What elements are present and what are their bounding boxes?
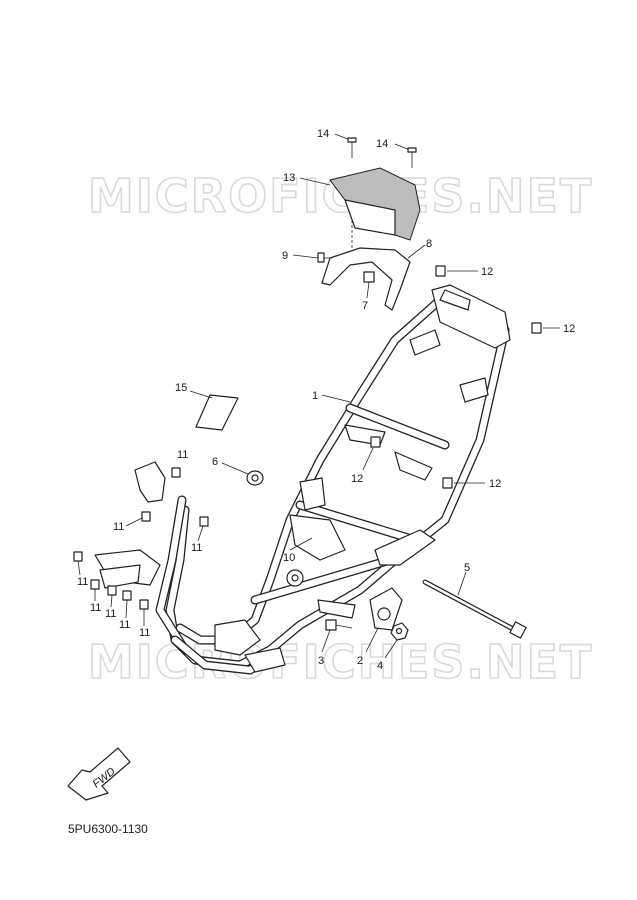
clip-nut-11-e <box>90 579 100 590</box>
callout-3: 3 <box>318 655 324 667</box>
screw-14-right: 14 <box>376 138 417 168</box>
nut-part-7: 7 <box>362 271 375 312</box>
callout-11-e: 11 <box>90 602 101 614</box>
clip-nuts-part-12: 12 12 12 12 <box>351 265 575 490</box>
callout-13: 13 <box>283 172 295 184</box>
long-bolt-part-5: 5 <box>422 562 527 639</box>
callout-12-b: 12 <box>563 323 575 335</box>
screw-14-left: 14 <box>317 128 357 158</box>
bolt-part-3: 3 <box>317 599 356 667</box>
callout-11-a: 11 <box>177 449 188 461</box>
clip-nut-11-g <box>122 590 132 601</box>
callout-11-f: 11 <box>105 608 116 620</box>
callout-2: 2 <box>357 655 363 667</box>
callout-15: 15 <box>175 382 187 394</box>
callout-11-h: 11 <box>139 627 150 639</box>
callout-12-c: 12 <box>351 473 363 485</box>
bolt-part-9: 9 <box>282 250 332 263</box>
callout-9: 9 <box>282 250 288 262</box>
clip-nut-12-d <box>442 477 453 489</box>
callout-1: 1 <box>312 390 318 402</box>
callout-5: 5 <box>464 562 470 574</box>
callout-14-left: 14 <box>317 128 329 140</box>
clip-nut-12-c <box>370 436 381 448</box>
callout-14-right: 14 <box>376 138 388 150</box>
callout-8: 8 <box>426 238 432 250</box>
part-10: 10 <box>283 537 313 564</box>
engine-mount-part-2: 2 <box>357 587 403 667</box>
watermark-bottom: MICROFICHES.NET <box>88 635 593 689</box>
clip-nut-12-b <box>531 322 542 334</box>
diagram-code: 5PU6300-1130 <box>68 822 148 836</box>
callout-11-b: 11 <box>113 521 124 533</box>
callout-11-c: 11 <box>191 542 202 554</box>
callout-12-a: 12 <box>481 266 493 278</box>
callout-11-d: 11 <box>77 576 88 588</box>
label-part-15: 15 <box>175 382 239 431</box>
clip-nut-12-a <box>435 265 446 277</box>
grommet-part-6: 6 <box>212 456 264 486</box>
callout-4: 4 <box>377 660 383 672</box>
callout-10: 10 <box>283 552 295 564</box>
nut-part-4: 4 <box>377 622 409 672</box>
clip-nut-11-b <box>141 511 151 522</box>
rear-cover-part-13: 13 14 14 <box>283 128 421 248</box>
callout-11-g: 11 <box>119 619 130 631</box>
clip-nut-11-a <box>171 467 181 478</box>
callout-7: 7 <box>362 300 368 312</box>
clip-nuts-part-11: 11 11 11 11 11 11 11 11 <box>73 449 209 639</box>
callout-12-d: 12 <box>489 478 501 490</box>
main-frame-part-1: 1 <box>155 284 511 675</box>
callout-6: 6 <box>212 456 218 468</box>
fwd-direction-arrow: FWD <box>67 747 131 801</box>
clip-nut-11-d <box>73 551 83 562</box>
front-brackets <box>94 461 166 589</box>
clip-nut-11-c <box>199 516 209 527</box>
bracket-part-8: 8 <box>321 238 432 311</box>
clip-nut-11-f <box>107 585 117 596</box>
clip-nut-11-h <box>139 599 149 610</box>
